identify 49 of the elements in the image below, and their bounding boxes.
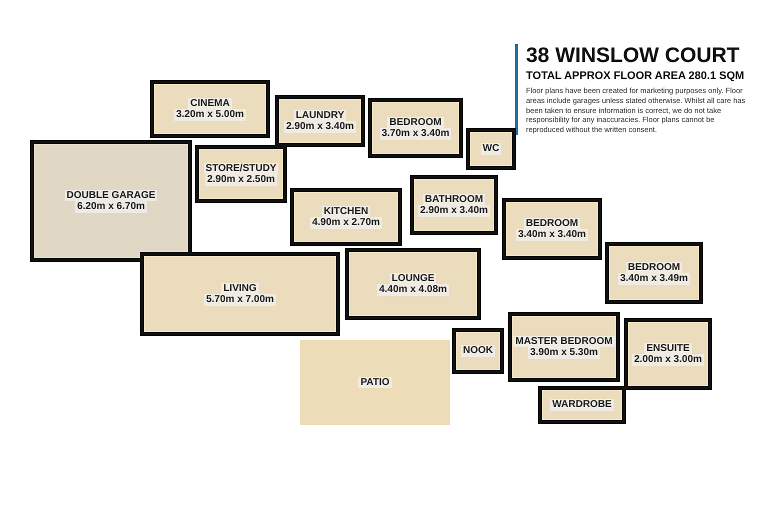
room-name: LAUNDRY <box>294 110 346 121</box>
room <box>410 175 498 235</box>
room-name: BATHROOM <box>422 194 486 205</box>
room <box>275 95 365 147</box>
title: 38 WINSLOW COURT <box>526 44 740 68</box>
room-dimensions: 3.70m x 3.40m <box>380 128 452 140</box>
patio-area <box>300 340 450 425</box>
room-dimensions: 4.40m x 4.08m <box>377 284 449 296</box>
room-name: LOUNGE <box>390 272 436 284</box>
room-dimensions: 2.90m x 3.40m <box>418 205 490 216</box>
room <box>502 198 602 260</box>
room-dimensions: 3.40m x 3.40m <box>516 229 588 240</box>
subtitle: TOTAL APPROX FLOOR AREA 280.1 SQM <box>526 70 746 82</box>
room-name: MASTER BEDROOM <box>513 336 615 347</box>
room-name: PATIO <box>358 376 392 388</box>
room <box>624 318 712 390</box>
room-name: WC <box>480 143 502 155</box>
room-name: STORE/STUDY <box>204 162 278 174</box>
room-dimensions: 5.70m x 7.00m <box>204 294 276 306</box>
room <box>452 328 504 374</box>
room <box>538 386 626 424</box>
room <box>345 248 481 320</box>
room-dimensions: 3.90m x 5.30m <box>528 347 600 358</box>
room-name: BEDROOM <box>387 116 444 128</box>
room <box>368 98 463 158</box>
room <box>466 128 516 170</box>
room-dimensions: 2.00m x 3.00m <box>632 354 704 366</box>
room-dimensions: 2.90m x 2.50m <box>205 174 277 186</box>
room-dimensions: 2.90m x 3.40m <box>284 121 356 132</box>
room-dimensions: 3.20m x 5.00m <box>174 109 246 120</box>
room-name: KITCHEN <box>322 206 370 217</box>
room-name: NOOK <box>461 345 495 357</box>
room <box>508 312 620 382</box>
room-name: CINEMA <box>188 98 232 109</box>
room-dimensions: 3.40m x 3.49m <box>618 273 690 284</box>
room <box>290 188 402 246</box>
room-name: BEDROOM <box>626 262 682 273</box>
room-dimensions: 4.90m x 2.70m <box>310 217 382 228</box>
room-name: WARDROBE <box>550 399 614 411</box>
room-dimensions: 6.20m x 6.70m <box>75 201 147 212</box>
room-name: LIVING <box>221 282 259 294</box>
room <box>30 140 192 262</box>
room-name: DOUBLE GARAGE <box>64 190 158 201</box>
room-name: ENSUITE <box>644 342 692 354</box>
room <box>140 252 340 336</box>
room-name: BEDROOM <box>524 218 580 229</box>
room <box>195 145 287 203</box>
room <box>605 242 703 304</box>
room <box>150 80 270 138</box>
